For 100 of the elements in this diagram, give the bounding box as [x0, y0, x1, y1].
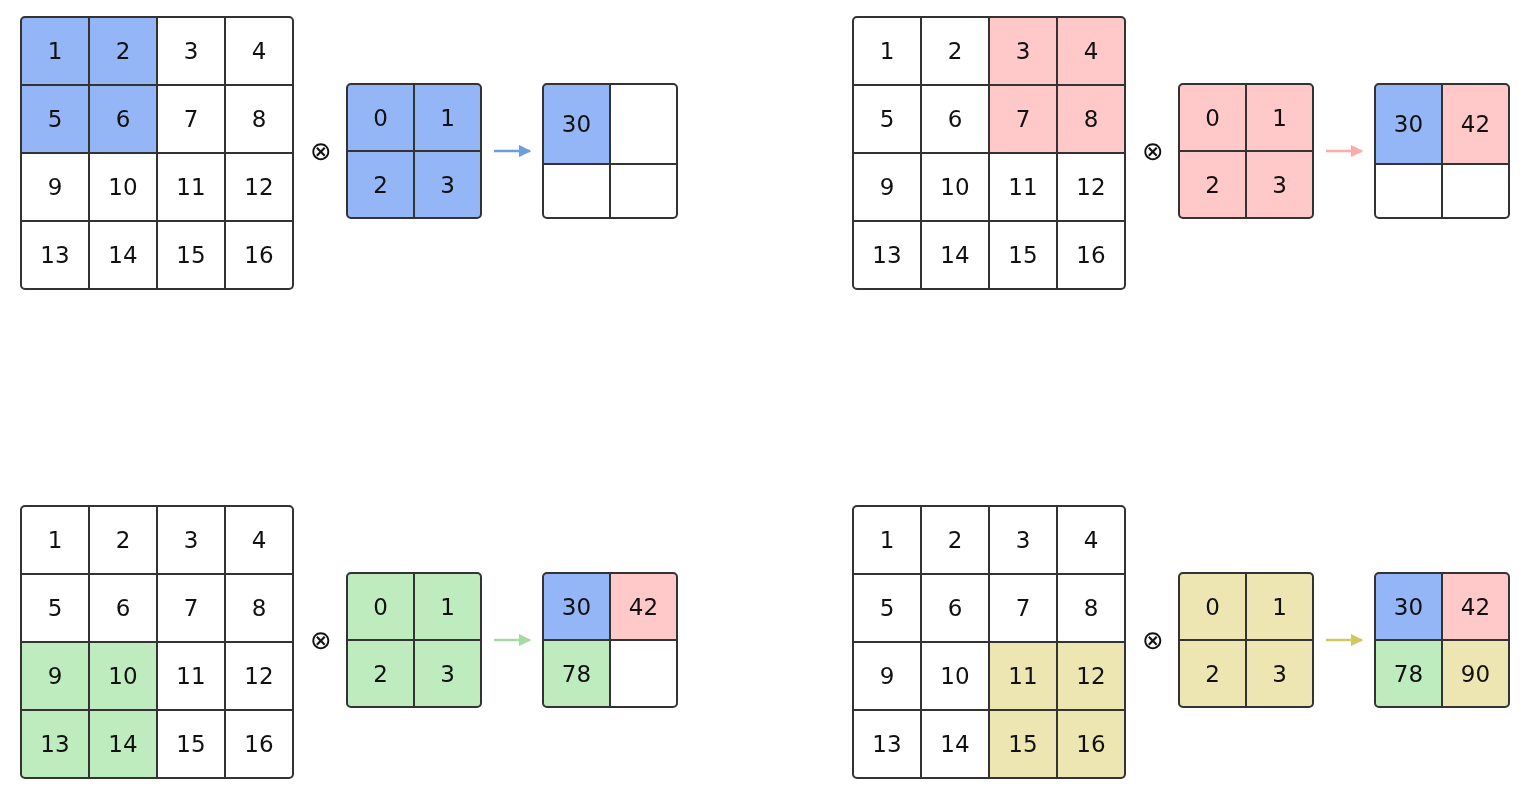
matrix-entry: 3 [158, 18, 224, 84]
matrix-entry: 5 [22, 575, 88, 641]
matrix-entry: 14 [922, 711, 988, 777]
matrix-entry: 13 [22, 222, 88, 288]
arrow [494, 144, 532, 158]
matrix-entry: 11 [158, 643, 224, 709]
matrix-entry: 1 [415, 85, 480, 150]
matrix-entry: 30 [544, 85, 609, 163]
matrix-entry: 30 [544, 574, 609, 639]
matrix-entry: 2 [90, 507, 156, 573]
matrix-entry: 14 [90, 222, 156, 288]
matrix-entry: 6 [90, 86, 156, 152]
empty-entry [1443, 165, 1508, 217]
matrix-entry: 16 [1058, 222, 1124, 288]
empty-entry [544, 165, 609, 217]
matrix-entry: 6 [922, 86, 988, 152]
matrix-entry: 11 [990, 643, 1056, 709]
matrix-entry: 7 [158, 575, 224, 641]
matrix-entry: 2 [922, 18, 988, 84]
matrix-entry: 1 [22, 507, 88, 573]
empty-entry [611, 641, 676, 706]
matrix-entry: 12 [226, 643, 292, 709]
matrix-entry: 8 [1058, 575, 1124, 641]
matrix-entry: 2 [348, 152, 413, 217]
kernel-matrix [1178, 572, 1314, 708]
input-matrix [852, 505, 1126, 779]
matrix-entry: 11 [158, 154, 224, 220]
matrix-entry: 3 [990, 18, 1056, 84]
matrix-entry: 15 [990, 711, 1056, 777]
matrix-entry: 2 [922, 507, 988, 573]
matrix-entry: 7 [990, 575, 1056, 641]
matrix-entry: 6 [90, 575, 156, 641]
matrix-entry: 1 [1247, 574, 1312, 639]
matrix-entry: 2 [1180, 152, 1245, 217]
kernel-matrix [346, 83, 482, 219]
matrix-entry: 15 [158, 711, 224, 777]
matrix-entry: 90 [1443, 641, 1508, 706]
convolution-operator: ⊗ [310, 138, 332, 164]
matrix-entry: 3 [1247, 641, 1312, 706]
arrow [494, 633, 532, 647]
matrix-entry: 12 [226, 154, 292, 220]
matrix-entry: 13 [854, 222, 920, 288]
matrix-entry: 2 [1180, 641, 1245, 706]
matrix-entry: 5 [22, 86, 88, 152]
matrix-entry: 9 [22, 154, 88, 220]
output-matrix [1374, 572, 1510, 708]
matrix-entry: 0 [348, 85, 413, 150]
matrix-entry: 0 [1180, 574, 1245, 639]
arrow [1326, 633, 1364, 647]
convolution-operator: ⊗ [1142, 138, 1164, 164]
matrix-entry: 8 [1058, 86, 1124, 152]
output-matrix [542, 83, 678, 219]
matrix-entry: 13 [854, 711, 920, 777]
matrix-entry: 12 [1058, 643, 1124, 709]
matrix-entry: 3 [990, 507, 1056, 573]
matrix-entry: 30 [1376, 574, 1441, 639]
kernel-matrix [1178, 83, 1314, 219]
matrix-entry: 42 [611, 574, 676, 639]
matrix-entry: 5 [854, 86, 920, 152]
matrix-entry: 0 [348, 574, 413, 639]
matrix-entry: 78 [1376, 641, 1441, 706]
convolution-operator: ⊗ [1142, 627, 1164, 653]
matrix-entry: 7 [990, 86, 1056, 152]
matrix-entry: 2 [90, 18, 156, 84]
matrix-entry: 3 [415, 641, 480, 706]
matrix-entry: 0 [1180, 85, 1245, 150]
empty-entry [611, 165, 676, 217]
matrix-entry: 16 [226, 222, 292, 288]
matrix-entry: 8 [226, 86, 292, 152]
matrix-entry: 11 [990, 154, 1056, 220]
matrix-entry: 10 [90, 154, 156, 220]
matrix-entry: 1 [854, 507, 920, 573]
matrix-entry: 10 [922, 643, 988, 709]
matrix-entry: 10 [922, 154, 988, 220]
matrix-entry: 7 [158, 86, 224, 152]
matrix-entry: 5 [854, 575, 920, 641]
matrix-entry: 12 [1058, 154, 1124, 220]
convolution-operator: ⊗ [310, 627, 332, 653]
output-matrix [542, 572, 678, 708]
empty-entry [1376, 165, 1441, 217]
matrix-entry: 1 [854, 18, 920, 84]
matrix-entry: 14 [922, 222, 988, 288]
arrow [1326, 144, 1364, 158]
matrix-entry: 42 [1443, 85, 1508, 163]
matrix-entry: 2 [348, 641, 413, 706]
matrix-entry: 9 [854, 154, 920, 220]
matrix-entry: 4 [1058, 507, 1124, 573]
matrix-entry: 6 [922, 575, 988, 641]
matrix-entry: 3 [158, 507, 224, 573]
matrix-entry: 1 [1247, 85, 1312, 150]
matrix-entry: 15 [990, 222, 1056, 288]
matrix-entry: 16 [1058, 711, 1124, 777]
matrix-entry: 14 [90, 711, 156, 777]
matrix-entry: 42 [1443, 574, 1508, 639]
matrix-entry: 8 [226, 575, 292, 641]
matrix-entry: 9 [854, 643, 920, 709]
matrix-entry: 13 [22, 711, 88, 777]
input-matrix [20, 505, 294, 779]
matrix-entry: 1 [22, 18, 88, 84]
input-matrix [20, 16, 294, 290]
